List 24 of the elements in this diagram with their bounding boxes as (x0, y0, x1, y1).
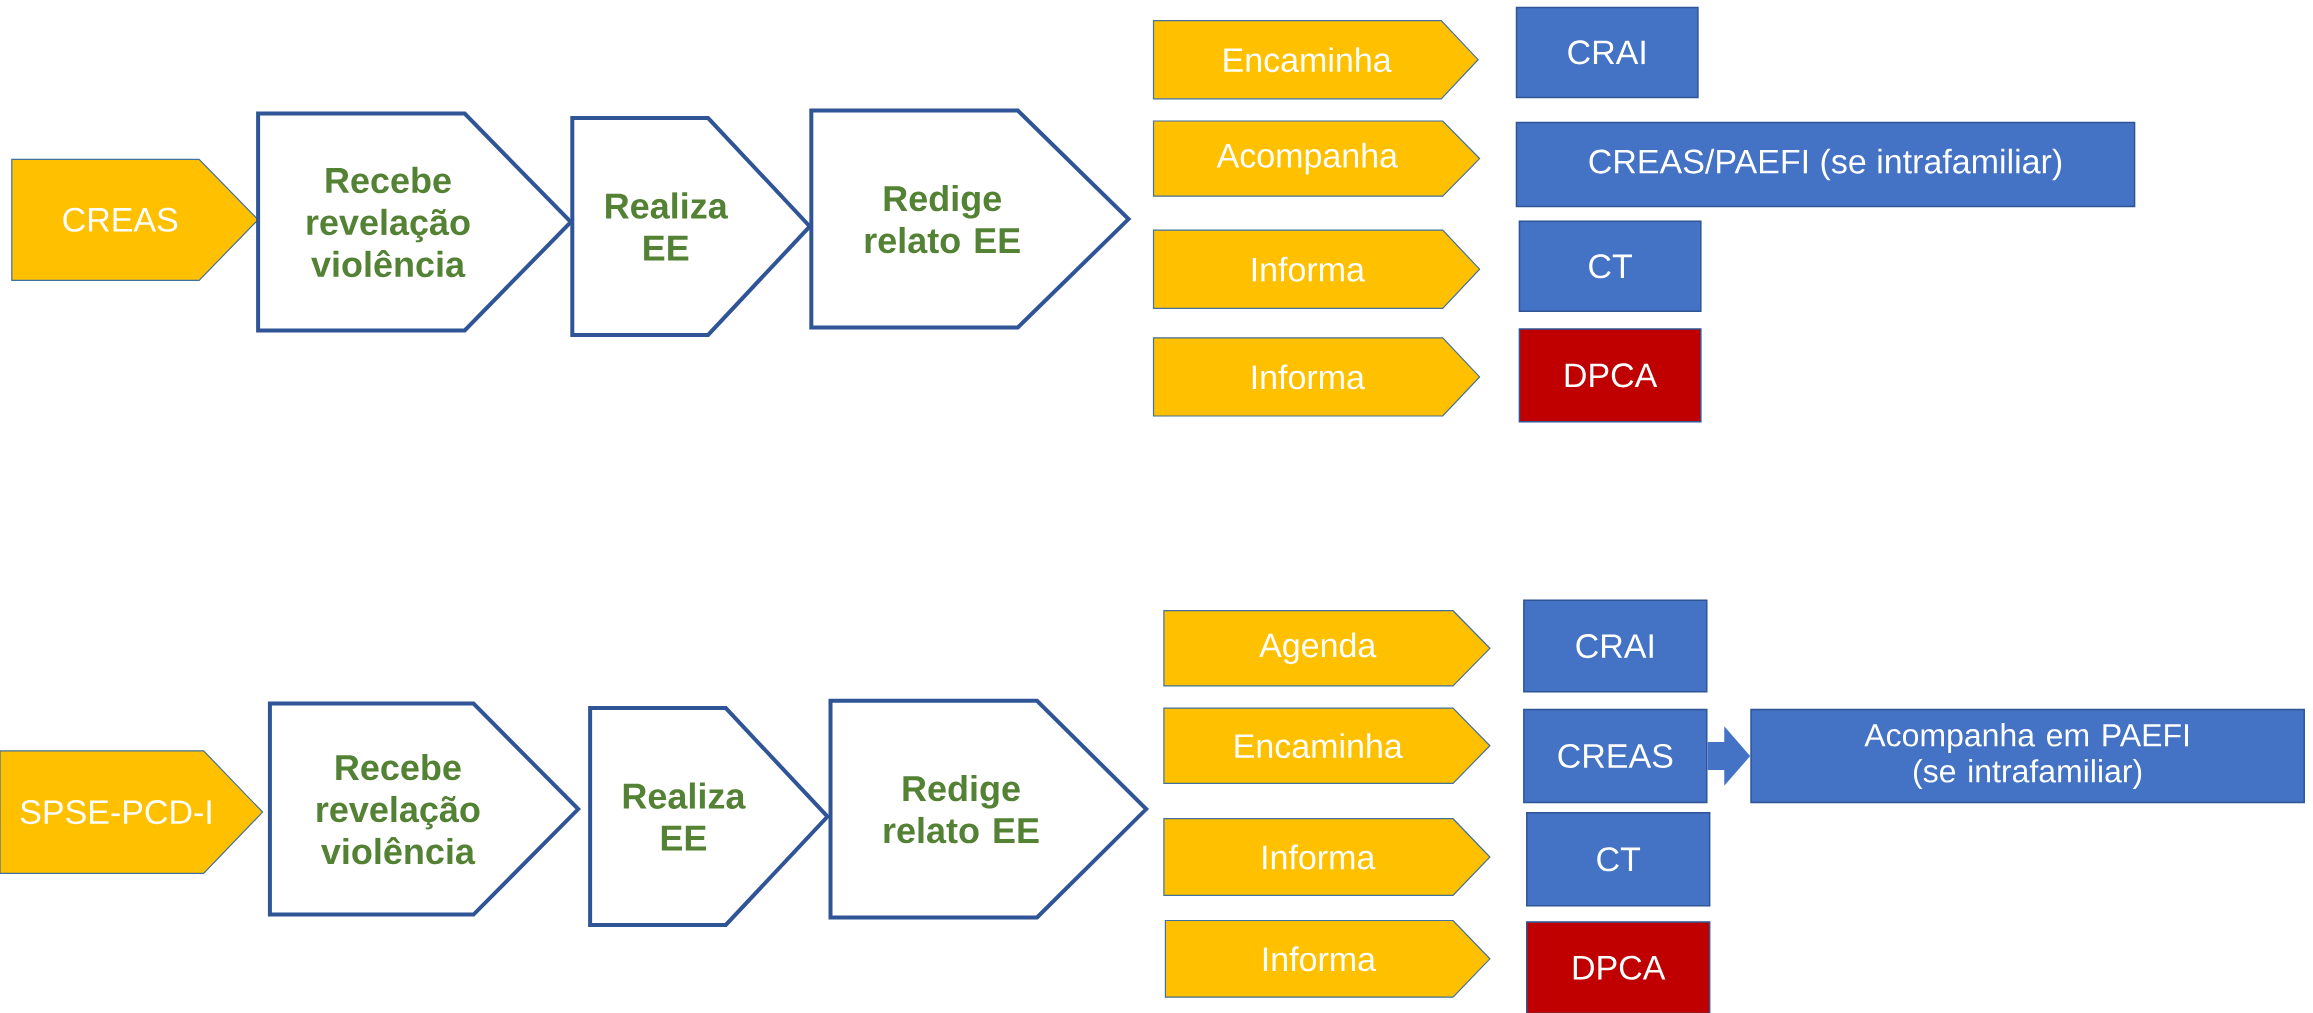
action-box: CREAS (11, 158, 259, 281)
service-box: CRAI (1523, 599, 1708, 693)
service-box: CREAS (1523, 708, 1708, 804)
step-box: Redige relato EE (809, 108, 1132, 330)
service-box: DPCA (1518, 328, 1702, 423)
service-box: CREAS/PAEFI (se intrafamiliar) (1515, 121, 2136, 208)
action-box: SPSE-PCD-I (0, 750, 264, 874)
action-box: Encaminha (1163, 707, 1491, 784)
service-box: CT (1518, 220, 1702, 313)
step-box: Realiza EE (570, 116, 813, 337)
step-box: Recebe revelação violência (256, 111, 574, 333)
action-box: Informa (1152, 337, 1481, 417)
step-box: Redige relato EE (828, 698, 1150, 920)
action-box: Agenda (1163, 610, 1491, 687)
action-box: Acompanha (1152, 120, 1481, 197)
step-box: Realiza EE (588, 706, 831, 927)
service-box: CRAI (1515, 6, 1699, 99)
service-box: DPCA (1526, 921, 1711, 1013)
step-box: Recebe revelação violência (267, 701, 582, 917)
action-box: Informa (1164, 919, 1491, 998)
action-box: Encaminha (1152, 20, 1479, 100)
service-box: CT (1526, 812, 1711, 907)
action-box: Informa (1163, 818, 1491, 896)
action-box: Informa (1152, 229, 1481, 309)
